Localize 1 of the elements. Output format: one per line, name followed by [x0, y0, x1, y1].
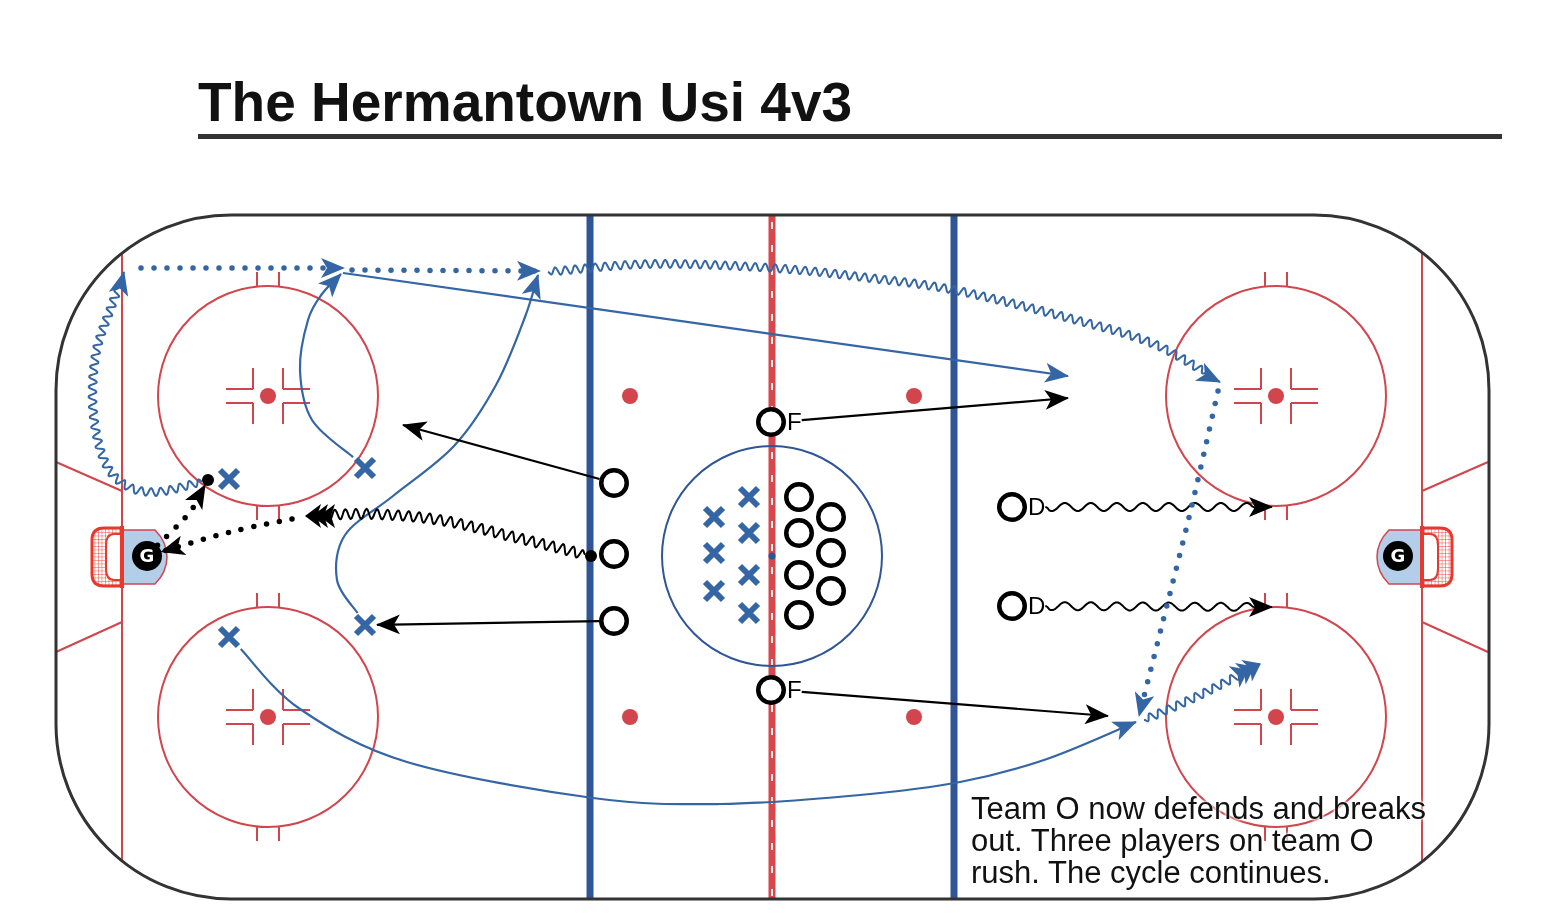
title: The Hermantown Usi 4v3: [198, 70, 853, 135]
